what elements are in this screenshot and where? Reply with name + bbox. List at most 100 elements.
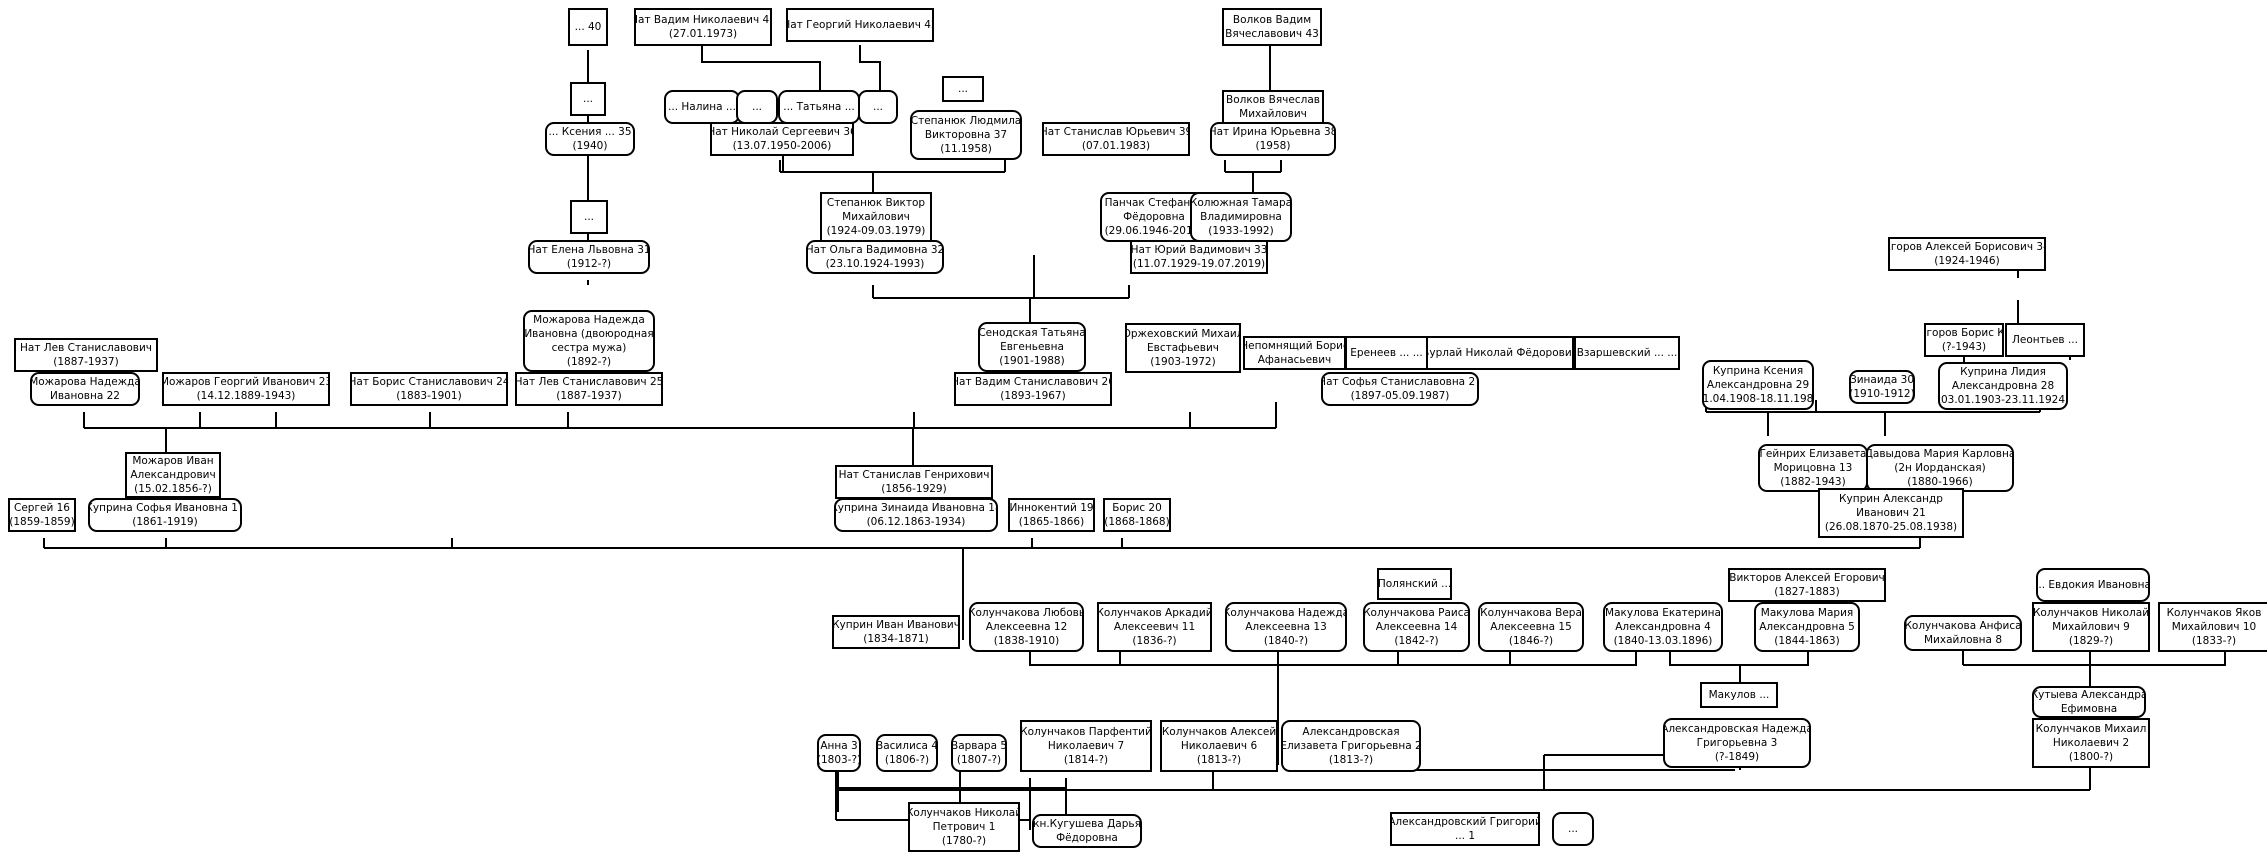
person-node[interactable]: Леонтьев ... [2005,323,2085,357]
person-node-text: (23.10.1924-1993) [825,258,925,270]
person-node[interactable]: Анна 3(1803-?) [817,734,861,772]
person-node[interactable]: Куприн Иван Иванович(1834-1871) [832,615,960,649]
person-node[interactable]: Сергей 16(1859-1859) [8,498,76,532]
person-node-text: Елизавета Григорьевна 2 [1281,740,1421,752]
person-node[interactable]: Нат Вадим Николаевич 41(27.01.1973) [634,8,772,46]
person-node[interactable]: ... 40 [568,8,608,46]
person-node[interactable]: Нат Софья Станиславовна 27(1897-05.09.19… [1321,372,1479,406]
person-node[interactable]: Нат Ольга Вадимовна 32 (23.10.1924-1993) [806,240,944,274]
person-node[interactable]: Нат Елена Львовна 31(1912-?) [528,240,650,274]
person-node-text: (11.1958) [940,143,992,155]
person-node[interactable]: ... [942,76,984,102]
person-node-text: Николаевич 2 [2052,737,2130,749]
person-node-text: (1880-1966) [1907,476,1973,488]
person-node[interactable]: Бурлай Николай Фёдорович [1426,336,1574,370]
person-node-text: Колунчаков Алексей [1161,726,1277,738]
person-node-text: Гейнрих Елизавета [1759,448,1867,460]
person-node[interactable]: Нат Юрий Вадимович 33(11.07.1929-19.07.2… [1130,240,1268,274]
person-node[interactable]: Александровский Григорий... 1 [1390,812,1540,846]
person-node[interactable]: ... Татьяна ... [778,90,860,124]
person-node[interactable]: Нат Станислав Юрьевич 39(07.01.1983) [1042,122,1190,156]
person-node-text: Колунчаков Николай [908,807,1020,819]
person-node[interactable]: Иннокентий 19(1865-1866) [1008,498,1095,532]
person-node[interactable]: ... Налина ... [664,90,740,124]
person-node-text: (1903-1972) [1150,356,1216,368]
person-node[interactable]: ... Ксения ... 35(1940) [545,122,635,156]
person-node-text: (27.01.1973) [668,28,738,40]
person-node[interactable]: Нат Лев Станиславович 25(1887-1937) [515,372,663,406]
person-node[interactable]: Нат Борис Станиславович 24(1883-1901) [350,372,508,406]
person-node[interactable]: ... [1552,812,1594,846]
person-node[interactable]: Нат Николай Сергеевич 36(13.07.1950-2006… [710,122,854,156]
person-node[interactable]: Еренеев ... ... [1345,336,1428,370]
person-node[interactable]: Полянский ... [1377,568,1452,600]
person-node-text: ... [872,101,883,113]
person-node[interactable]: Егоров Борис К.(?-1943) [1924,323,2004,357]
person-node-text: ... [582,93,593,105]
person-node[interactable]: Нат Ирина Юрьевна 38(1958) [1210,122,1336,156]
person-node[interactable]: Василиса 4(1806-?) [876,734,938,772]
person-node[interactable]: Макулов ... [1700,682,1778,708]
person-node[interactable]: Нат Станислав Генрихович(1856-1929) [835,465,993,499]
person-node-text: Полянский ... [1377,578,1452,590]
person-node[interactable]: Куприна Зинаида Ивановна 18(06.12.1863-1… [834,498,998,532]
person-node[interactable]: Нат Вадим Станиславович 26(1893-1967) [954,372,1112,406]
person-node[interactable]: ... Евдокия Ивановна [2036,568,2150,602]
person-node[interactable]: ... [858,90,898,124]
person-node[interactable]: Зинаида 30(1910-1912) [1849,370,1915,404]
person-node-text: Колунчаков Михаил [2035,723,2147,735]
person-node-text: Нат Ольга Вадимовна 32 [806,244,944,256]
person-node-text: Кутыева Александра [2032,689,2146,701]
person-node[interactable]: Нат Лев Станиславович(1887-1937) [14,338,158,372]
person-node-text: (1897-05.09.1987) [1350,390,1450,402]
person-node-text: Ивановна 22 [50,390,120,402]
person-node[interactable]: ... [570,200,608,234]
person-node[interactable]: ... [736,90,778,124]
person-node[interactable]: Взаршевский ... ... [1574,336,1680,370]
person-node[interactable]: Можаров Георгий Иванович 23(14.12.1889-1… [162,372,330,406]
person-node[interactable]: Борис 20(1868-1868) [1103,498,1171,532]
person-node[interactable]: ... [570,82,606,116]
person-node[interactable]: Нат Георгий Николаевич 42 [786,8,934,42]
person-node[interactable]: Викторов Алексей Егорович(1827-1883) [1728,568,1886,602]
person-node-text: Ивановна (двоюродная [524,328,654,340]
person-node[interactable]: Куприна Софья Ивановна 17(1861-1919) [88,498,242,532]
person-node[interactable]: Егоров Алексей Борисович 34(1924-1946) [1888,237,2046,271]
person-node-text: ... Татьяна ... [783,101,855,113]
person-node[interactable]: Давыдова Мария Карловна(2н Иорданская)(1… [1866,444,2014,492]
person-node[interactable]: Варвара 5(1807-?) [951,734,1007,772]
